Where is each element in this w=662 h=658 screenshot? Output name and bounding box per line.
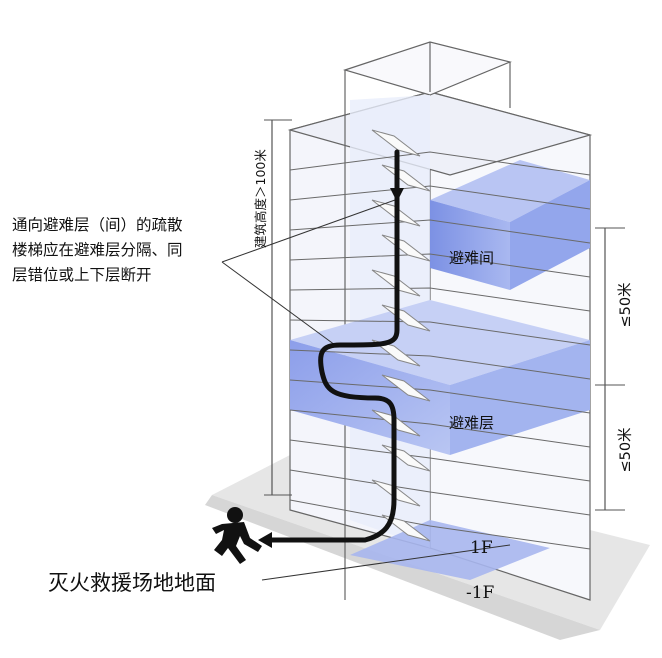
upper-dim-label: ≤50米 [617,282,634,328]
floor-line [289,253,591,278]
floor-line [289,499,591,550]
floor-lines [289,151,591,550]
building-height-label: 建筑高度＞100米 [253,149,268,248]
floor-line [289,151,591,176]
path-arrow-down [390,188,404,202]
escape-path [267,149,400,543]
annotation-leader-1 [221,199,396,263]
refuge-floor-right [450,340,590,455]
floor-line [289,349,591,380]
refuge-room-side [510,180,590,290]
path-arrow-left [258,532,272,548]
ground-floor-slab [350,520,550,580]
ground-label: 灭火救援场地地面 [48,571,216,595]
floor-line [289,379,591,414]
floor-line [289,319,591,346]
lower-dim-label: ≤50米 [617,427,634,473]
floor-line [289,219,591,244]
floor-line [289,469,591,516]
core-box-top [342,41,512,96]
refuge-room-label: 避难间 [449,249,494,267]
refuge-room-top [430,160,590,222]
annotation-line-1: 通向避难层（间）的疏散 [12,216,183,234]
stair-flight [371,129,421,157]
ground-plane-shadow [205,495,600,640]
basement-label: -1F [466,583,495,603]
floor-line [289,439,591,482]
refuge-floor-label: 避难层 [449,414,494,432]
floor-line [289,185,591,210]
stair-flight [381,514,431,542]
ground-floor-label: 1F [470,538,493,558]
annotation-leader-2 [221,261,336,346]
annotation-line-2: 楼梯应在避难层分隔、同 [12,240,183,259]
floor-line [289,287,591,312]
annotation-line-3: 层错位或上下层断开 [12,266,152,284]
stair-flight [381,374,431,402]
floor-line [289,409,591,448]
running-person-icon [212,507,262,564]
ground-leader [261,544,511,581]
